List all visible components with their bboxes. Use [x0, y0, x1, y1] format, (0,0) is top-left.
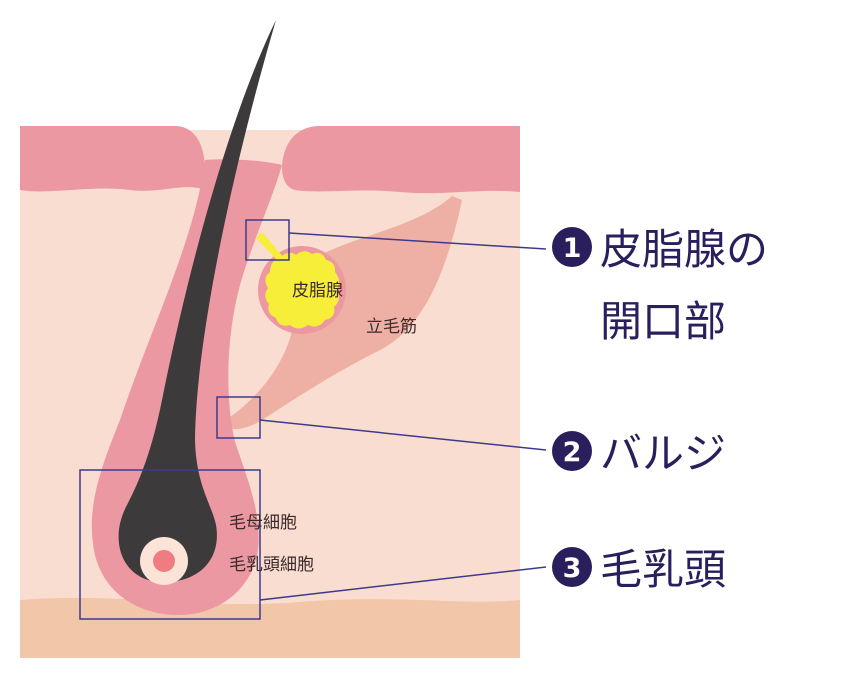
- label-sebaceous-gland: 皮脂腺: [292, 281, 343, 301]
- sebaceous-gland: [256, 232, 346, 334]
- callout-1-line-1: 皮脂腺の: [600, 225, 768, 274]
- dermal-papilla-inner: [153, 550, 175, 572]
- callout-3-badge: [552, 547, 592, 587]
- callout-3-line-1: 毛乳頭: [600, 545, 726, 594]
- callout-2-line-1: バルジ: [600, 429, 726, 478]
- callout-1-number: 1: [563, 233, 582, 264]
- highlight-box-3: [79, 469, 261, 620]
- callout-2: 2 バルジ: [552, 429, 726, 478]
- sebaceous-duct: [256, 232, 284, 262]
- leader-line-3: [259, 566, 547, 601]
- highlight-box-1: [245, 219, 290, 261]
- callout-1-line-2: 開口部: [600, 297, 726, 346]
- subcutis-layer: [20, 597, 520, 658]
- callout-3-number: 3: [563, 553, 582, 584]
- epidermis-right: [282, 126, 520, 194]
- label-hair-matrix: 毛母細胞: [229, 513, 297, 533]
- label-arrector-pili: 立毛筋: [366, 317, 417, 337]
- hair-shaft: [118, 20, 276, 583]
- callout-2-badge: [552, 431, 592, 471]
- label-dermal-papilla: 毛乳頭細胞: [229, 555, 314, 575]
- callout-2-number: 2: [563, 437, 582, 468]
- epidermis-left: [20, 126, 205, 192]
- highlight-box-2: [216, 396, 261, 439]
- leader-line-1: [288, 232, 547, 250]
- callout-1-badge: [552, 227, 592, 267]
- leader-line-2: [259, 419, 547, 451]
- callout-1: 1 皮脂腺の 開口部: [552, 225, 768, 346]
- sebum-blob: [265, 251, 340, 329]
- callout-3: 3 毛乳頭: [552, 545, 726, 594]
- arrector-pili-muscle: [218, 196, 462, 430]
